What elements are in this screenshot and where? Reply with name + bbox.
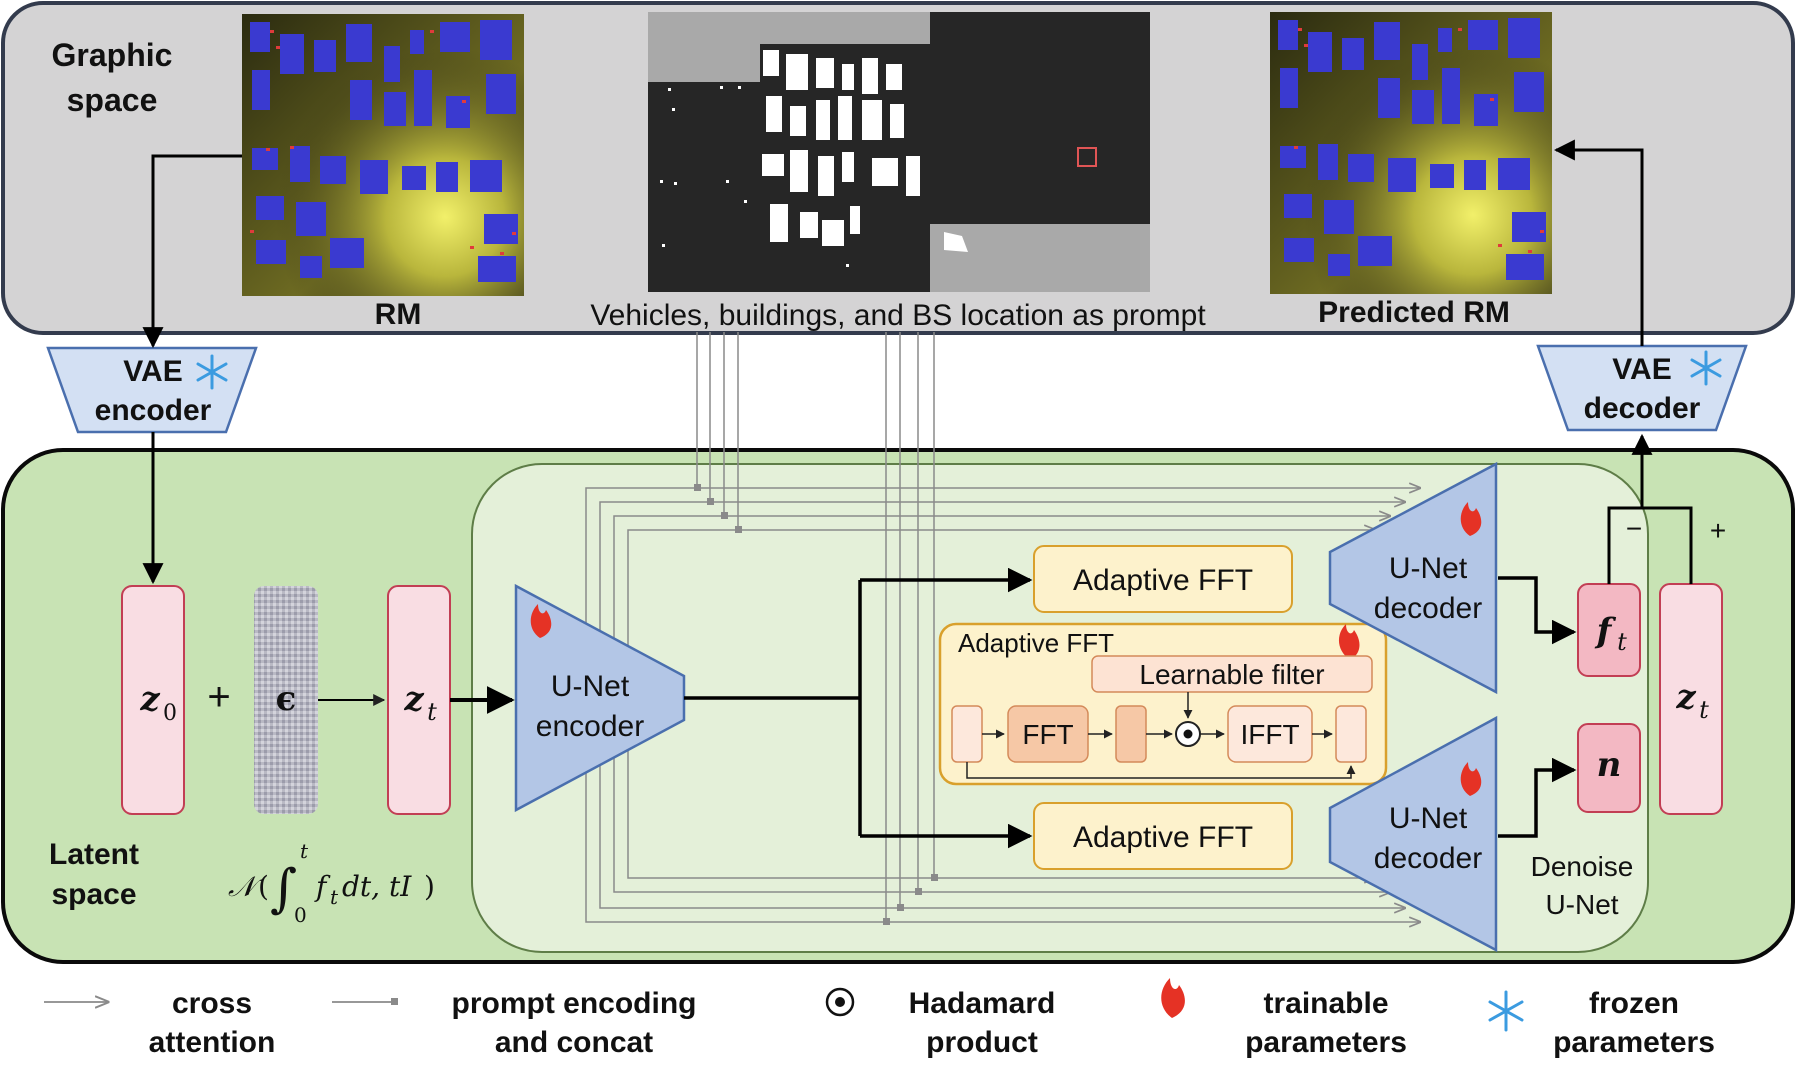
snowflake-icon <box>196 354 228 390</box>
flame-icon <box>1460 502 1482 536</box>
adaptive-fft-detail: Adaptive FFT Learnable filter FFT IFFT <box>938 622 1388 786</box>
flame-icon <box>1338 624 1360 660</box>
formula-body-sub: t <box>330 885 339 909</box>
unet-encoder-label-1: U-Net <box>551 670 630 703</box>
noise-block <box>254 586 318 814</box>
vae-decoder-to-predicted-arrow <box>1553 139 1644 346</box>
minus-sign: − <box>1626 513 1642 544</box>
formula-rest: dt, tI <box>342 870 412 903</box>
fft-detail-title: Adaptive FFT <box>958 628 1114 658</box>
combine-lines <box>1607 506 1693 584</box>
epsilon-symbol: ϵ <box>276 679 297 719</box>
graphic-space-label-2: space <box>67 82 158 118</box>
z0-symbol: z <box>139 679 160 719</box>
legend-trainable-2: parameters <box>1245 1026 1407 1059</box>
latent-space-label-1: Latent <box>49 838 139 871</box>
plus-sign: + <box>207 675 230 719</box>
ft-symbol: f <box>1595 611 1617 651</box>
legend: cross attention prompt encoding and conc… <box>44 978 1715 1059</box>
vae-decoder-label-1: VAE <box>1612 353 1671 386</box>
decoder-to-n-arrow <box>1498 757 1577 838</box>
zt-output-symbol: z <box>1675 677 1696 717</box>
unet-decoder-top-shape <box>1328 461 1498 695</box>
output-plus-sign: + <box>1710 515 1726 546</box>
adaptive-fft-top <box>1033 545 1293 613</box>
learnable-filter-label: Learnable filter <box>1139 659 1324 690</box>
cross-attention-lines <box>585 488 1420 922</box>
zt-input-symbol: z <box>403 679 424 719</box>
legend-trainable-1: trainable <box>1263 987 1388 1020</box>
z0-block <box>121 585 185 815</box>
zt-output-subscript: t <box>1699 696 1709 724</box>
denoise-unet-label-1: Denoise <box>1531 851 1634 882</box>
formula-close: ) <box>424 870 435 903</box>
prompt-label: Vehicles, buildings, and BS location as … <box>590 299 1206 332</box>
predicted-rm-image <box>1270 12 1552 294</box>
rm-label: RM <box>375 298 422 331</box>
formula-open: ( <box>258 870 269 903</box>
legend-hadamard-1: Hadamard <box>909 987 1056 1020</box>
n-symbol: n <box>1597 745 1622 785</box>
legend-cross-1: cross <box>172 987 252 1020</box>
graphic-space-label-1: Graphic <box>52 37 173 73</box>
decoder-to-ft-arrow <box>1498 576 1577 645</box>
legend-frozen-2: parameters <box>1553 1026 1715 1059</box>
flame-icon <box>1460 762 1482 796</box>
unet-decoder-bottom-label-1: U-Net <box>1389 802 1468 835</box>
unet-decoder-bottom-shape <box>1328 715 1498 953</box>
n-block <box>1577 723 1641 813</box>
adaptive-fft-bottom-label: Adaptive FFT <box>1073 821 1253 854</box>
fft-label: FFT <box>1022 719 1073 750</box>
unet-decoder-top-label-1: U-Net <box>1389 552 1468 585</box>
vae-encoder-label-2: encoder <box>95 394 212 427</box>
rm-to-vae-arrow <box>142 154 242 349</box>
learnable-filter-box <box>1091 655 1373 693</box>
vae-decoder-label-2: decoder <box>1584 392 1701 425</box>
latent-space-label-2: space <box>51 878 136 911</box>
flame-icon <box>1161 978 1185 1018</box>
snowflake-icon <box>1488 990 1524 1032</box>
vae-encoder-label-1: VAE <box>123 355 182 388</box>
prompt-map-image <box>648 12 1150 292</box>
zt-input-subscript: t <box>427 698 437 726</box>
adaptive-fft-top-label: Adaptive FFT <box>1073 564 1253 597</box>
snowflake-icon <box>1690 350 1722 386</box>
legend-hadamard-2: product <box>926 1026 1038 1059</box>
ft-subscript: t <box>1617 628 1627 656</box>
legend-prompt-1: prompt encoding <box>452 987 697 1020</box>
formula-upper: t <box>300 839 309 863</box>
formula-lower: 0 <box>294 903 307 927</box>
formula-integral: ∫ <box>270 859 297 919</box>
unet-encoder-shape <box>514 583 686 813</box>
legend-frozen-1: frozen <box>1589 987 1679 1020</box>
predicted-rm-label: Predicted RM <box>1318 296 1510 329</box>
ifft-label: IFFT <box>1240 719 1299 750</box>
adaptive-fft-bottom <box>1033 802 1293 870</box>
rm-image <box>242 14 524 296</box>
z0-subscript: 0 <box>163 701 177 726</box>
vae-decoder-shape <box>1536 344 1748 432</box>
unet-decoder-bottom-label-2: decoder <box>1374 842 1482 875</box>
legend-prompt-2: and concat <box>495 1026 653 1059</box>
flame-icon <box>530 604 552 638</box>
unet-decoder-top-label-2: decoder <box>1374 592 1482 625</box>
legend-cross-2: attention <box>149 1026 276 1059</box>
denoise-unet-label-2: U-Net <box>1545 889 1618 920</box>
unet-encoder-label-2: encoder <box>536 710 644 743</box>
prompt-encoding-lines <box>696 332 935 922</box>
